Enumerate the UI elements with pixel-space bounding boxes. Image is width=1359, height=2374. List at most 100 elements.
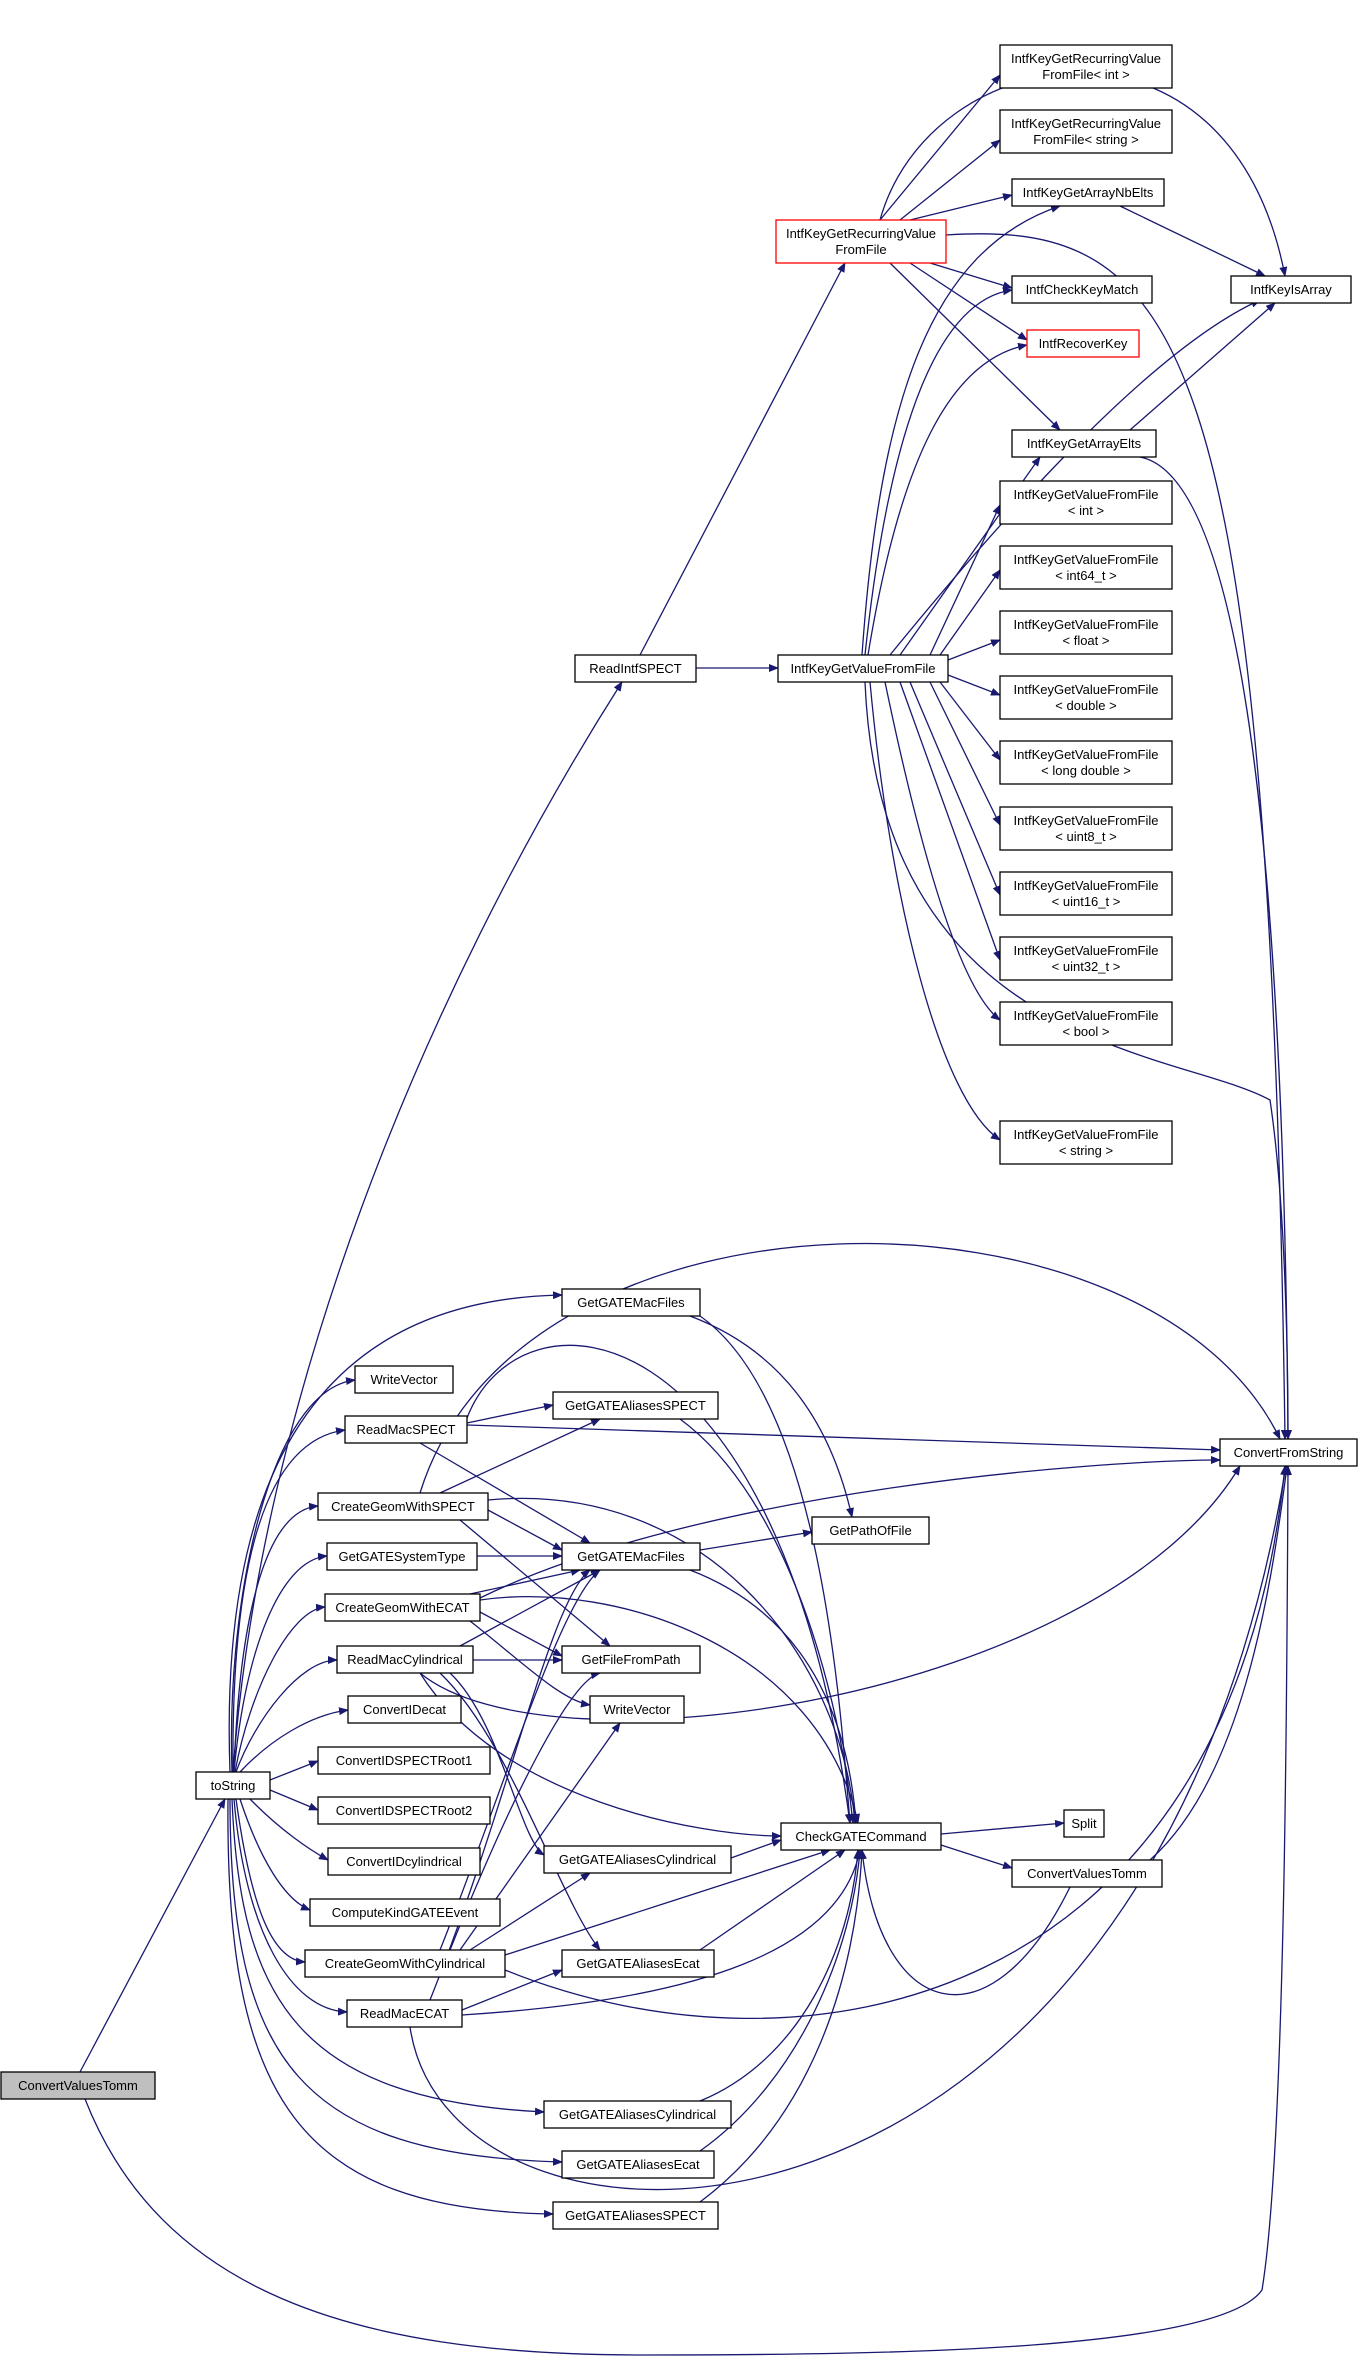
node-getgatemac_mid[interactable]: GetGATEMacFiles	[561, 1542, 701, 1571]
node-creategeomspect[interactable]: CreateGeomWithSPECT	[317, 1492, 489, 1521]
node-box[interactable]	[317, 1796, 491, 1825]
node-writevector_top[interactable]: WriteVector	[354, 1365, 454, 1394]
node-box[interactable]	[999, 936, 1173, 981]
node-isarray[interactable]: IntfKeyIsArray	[1230, 275, 1352, 304]
node-box[interactable]	[999, 610, 1173, 655]
node-box[interactable]	[1011, 275, 1153, 304]
node-convertfromstring[interactable]: ConvertFromString	[1219, 1438, 1358, 1467]
node-box[interactable]	[336, 1645, 474, 1674]
node-v_double[interactable]: IntfKeyGetValueFromFile< double >	[999, 675, 1173, 720]
node-box[interactable]	[346, 1999, 463, 2028]
node-box[interactable]	[561, 1949, 715, 1978]
node-box[interactable]	[574, 654, 697, 683]
node-getgatealiasescyl_mid[interactable]: GetGATEAliasesCylindrical	[543, 1845, 732, 1874]
node-getgatesystemtype[interactable]: GetGATESystemType	[326, 1542, 478, 1571]
node-getgatealiasesecat_bot[interactable]: GetGATEAliasesEcat	[561, 2150, 715, 2179]
node-creategeomecat[interactable]: CreateGeomWithECAT	[324, 1593, 481, 1622]
node-valuefromfile[interactable]: IntfKeyGetValueFromFile	[777, 654, 949, 683]
node-box[interactable]	[1230, 275, 1352, 304]
node-getgatealiasescyl_bot[interactable]: GetGATEAliasesCylindrical	[543, 2100, 732, 2129]
node-convertidecat[interactable]: ConvertIDecat	[347, 1695, 462, 1724]
node-box[interactable]	[1011, 1859, 1163, 1888]
node-readmacspect[interactable]: ReadMacSPECT	[344, 1415, 468, 1444]
node-creategeomcyl[interactable]: CreateGeomWithCylindrical	[304, 1949, 506, 1978]
node-convertvaluestomm[interactable]: ConvertValuesTomm	[1011, 1859, 1163, 1888]
node-box[interactable]	[304, 1949, 506, 1978]
node-checkkey[interactable]: IntfCheckKeyMatch	[1011, 275, 1153, 304]
node-box[interactable]	[317, 1492, 489, 1521]
node-checkgatecommand[interactable]: CheckGATECommand	[780, 1822, 942, 1851]
node-readmacecat[interactable]: ReadMacECAT	[346, 1999, 463, 2028]
node-box[interactable]	[999, 44, 1173, 89]
node-root[interactable]: ConvertValuesTomm	[0, 2071, 156, 2100]
node-box[interactable]	[999, 871, 1173, 916]
node-tostring[interactable]: toString	[195, 1771, 271, 1800]
node-box[interactable]	[327, 1847, 481, 1876]
node-box[interactable]	[561, 2150, 715, 2179]
node-readmaccyl[interactable]: ReadMacCylindrical	[336, 1645, 474, 1674]
node-getgatemac_top[interactable]: GetGATEMacFiles	[561, 1288, 701, 1317]
node-box[interactable]	[775, 219, 947, 264]
node-box[interactable]	[561, 1645, 701, 1674]
node-convertidspectroot1[interactable]: ConvertIDSPECTRoot1	[317, 1746, 491, 1775]
node-box[interactable]	[589, 1695, 685, 1724]
node-v_uint16[interactable]: IntfKeyGetValueFromFile< uint16_t >	[999, 871, 1173, 916]
node-box[interactable]	[999, 480, 1173, 525]
node-box[interactable]	[344, 1415, 468, 1444]
node-v_string[interactable]: IntfKeyGetValueFromFile< string >	[999, 1120, 1173, 1165]
node-box[interactable]	[324, 1593, 481, 1622]
node-arraynbelts[interactable]: IntfKeyGetArrayNbElts	[1011, 178, 1165, 207]
node-getfilefrompath[interactable]: GetFileFromPath	[561, 1645, 701, 1674]
node-box[interactable]	[317, 1746, 491, 1775]
node-box[interactable]	[999, 675, 1173, 720]
node-box[interactable]	[552, 2201, 719, 2230]
node-getpathoffile[interactable]: GetPathOfFile	[811, 1516, 930, 1545]
node-getgatealiasesecat_mid[interactable]: GetGATEAliasesEcat	[561, 1949, 715, 1978]
node-box[interactable]	[309, 1898, 501, 1927]
node-box[interactable]	[561, 1288, 701, 1317]
node-box[interactable]	[347, 1695, 462, 1724]
node-v_uint8[interactable]: IntfKeyGetValueFromFile< uint8_t >	[999, 806, 1173, 851]
node-box[interactable]	[999, 109, 1173, 154]
node-box[interactable]	[811, 1516, 930, 1545]
node-box[interactable]	[1011, 429, 1157, 458]
node-v_int64[interactable]: IntfKeyGetValueFromFile< int64_t >	[999, 545, 1173, 590]
node-v_bool[interactable]: IntfKeyGetValueFromFile< bool >	[999, 1001, 1173, 1046]
node-box[interactable]	[1011, 178, 1165, 207]
node-box[interactable]	[999, 1001, 1173, 1046]
node-box[interactable]	[0, 2071, 156, 2100]
node-getgatealiasesspect_bot[interactable]: GetGATEAliasesSPECT	[552, 2201, 719, 2230]
node-box[interactable]	[1063, 1809, 1105, 1838]
node-box[interactable]	[999, 545, 1173, 590]
node-box[interactable]	[543, 2100, 732, 2129]
node-arrayelts[interactable]: IntfKeyGetArrayElts	[1011, 429, 1157, 458]
node-readintf[interactable]: ReadIntfSPECT	[574, 654, 697, 683]
node-v_longdouble[interactable]: IntfKeyGetValueFromFile< long double >	[999, 740, 1173, 785]
node-convertidcyl[interactable]: ConvertIDcylindrical	[327, 1847, 481, 1876]
node-box[interactable]	[1026, 329, 1140, 358]
node-box[interactable]	[561, 1542, 701, 1571]
node-v_int[interactable]: IntfKeyGetValueFromFile< int >	[999, 480, 1173, 525]
node-box[interactable]	[999, 806, 1173, 851]
node-box[interactable]	[780, 1822, 942, 1851]
node-v_float[interactable]: IntfKeyGetValueFromFile< float >	[999, 610, 1173, 655]
node-v_uint32[interactable]: IntfKeyGetValueFromFile< uint32_t >	[999, 936, 1173, 981]
node-recoverkey[interactable]: IntfRecoverKey	[1026, 329, 1140, 358]
node-getgatealiasesspect_top[interactable]: GetGATEAliasesSPECT	[552, 1391, 719, 1420]
node-box[interactable]	[552, 1391, 719, 1420]
node-box[interactable]	[999, 740, 1173, 785]
node-box[interactable]	[999, 1120, 1173, 1165]
node-split[interactable]: Split	[1063, 1809, 1105, 1838]
node-box[interactable]	[354, 1365, 454, 1394]
node-box[interactable]	[195, 1771, 271, 1800]
node-convertidspectroot2[interactable]: ConvertIDSPECTRoot2	[317, 1796, 491, 1825]
node-box[interactable]	[1219, 1438, 1358, 1467]
node-writevector_mid[interactable]: WriteVector	[589, 1695, 685, 1724]
node-box[interactable]	[326, 1542, 478, 1571]
node-box[interactable]	[543, 1845, 732, 1874]
node-computekind[interactable]: ComputeKindGATEEvent	[309, 1898, 501, 1927]
node-box[interactable]	[777, 654, 949, 683]
